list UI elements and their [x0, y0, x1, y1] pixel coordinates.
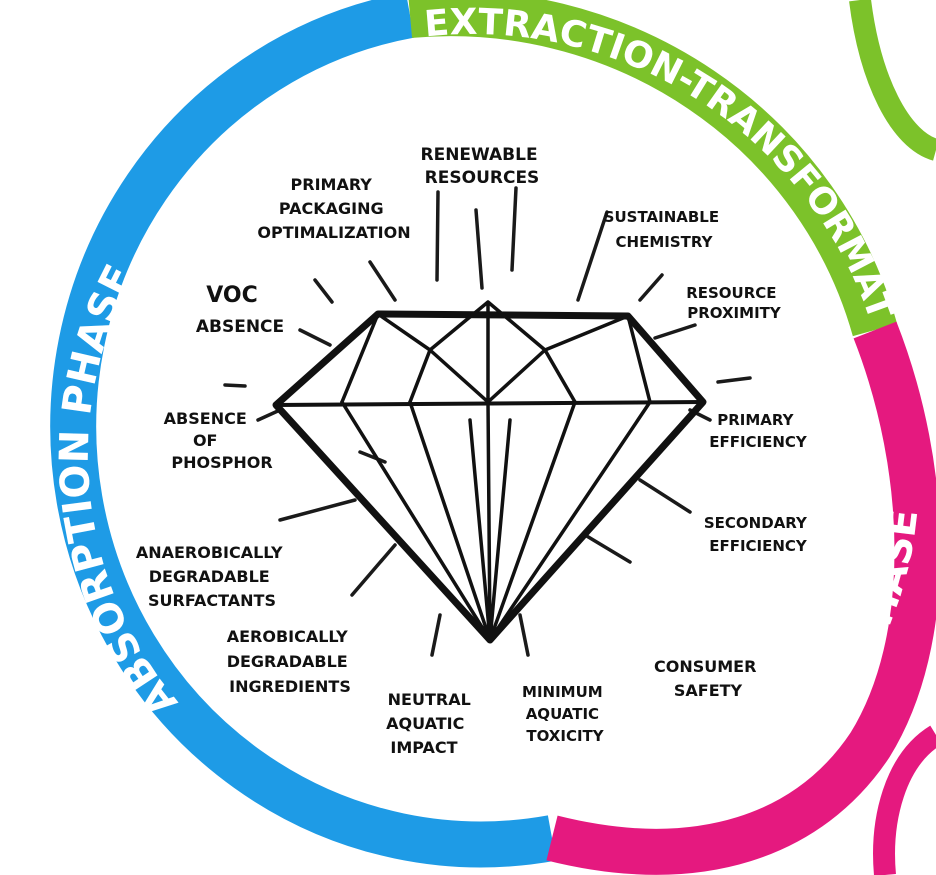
extraction-ring-segment: [408, 0, 898, 337]
secondary-efficiency-label: SECONDARY EFFICIENCY: [704, 514, 812, 555]
voc-absence-label: VOC: [206, 283, 258, 308]
renewable-resources-label: RENEWABLE RESOURCES: [420, 145, 543, 188]
neutral-aquatic-impact-label: NEUTRAL AQUATIC IMPACT: [386, 690, 476, 757]
primary-packaging-label: PRIMARY PACKAGING OPTIMALIZATION: [257, 175, 410, 242]
criteria-spokes: [223, 186, 752, 657]
resource-proximity-label: RESOURCE PROXIMITY: [686, 284, 782, 322]
primary-efficiency-label: PRIMARY EFFICIENCY: [709, 411, 808, 451]
consumer-safety-label: CONSUMER SAFETY: [654, 657, 762, 700]
criteria-labels: RENEWABLE RESOURCES PRIMARY PACKAGING OP…: [136, 145, 812, 757]
sustainable-chemistry-label: SUSTAINABLE CHEMISTRY: [604, 208, 725, 251]
absence-phosphor-label: ABSENCE OF PHOSPHOR: [164, 409, 273, 472]
usage-ring-segment: [546, 321, 936, 875]
green-corner-arc: [849, 0, 936, 161]
diamond-icon: [272, 300, 707, 644]
absorption-ring-segment: [50, 0, 557, 868]
aerobic-ingredients-label: AEROBICALLY DEGRADABLE INGREDIENTS: [227, 627, 354, 696]
voc-absence-label-line2: ABSENCE: [196, 317, 284, 337]
anaerobic-surfactants-label: ANAEROBICALLY DEGRADABLE SURFACTANTS: [136, 543, 288, 610]
pink-corner-arc: [873, 725, 936, 875]
minimum-aquatic-toxicity-label: MINIMUM AQUATIC TOXICITY: [522, 683, 608, 745]
